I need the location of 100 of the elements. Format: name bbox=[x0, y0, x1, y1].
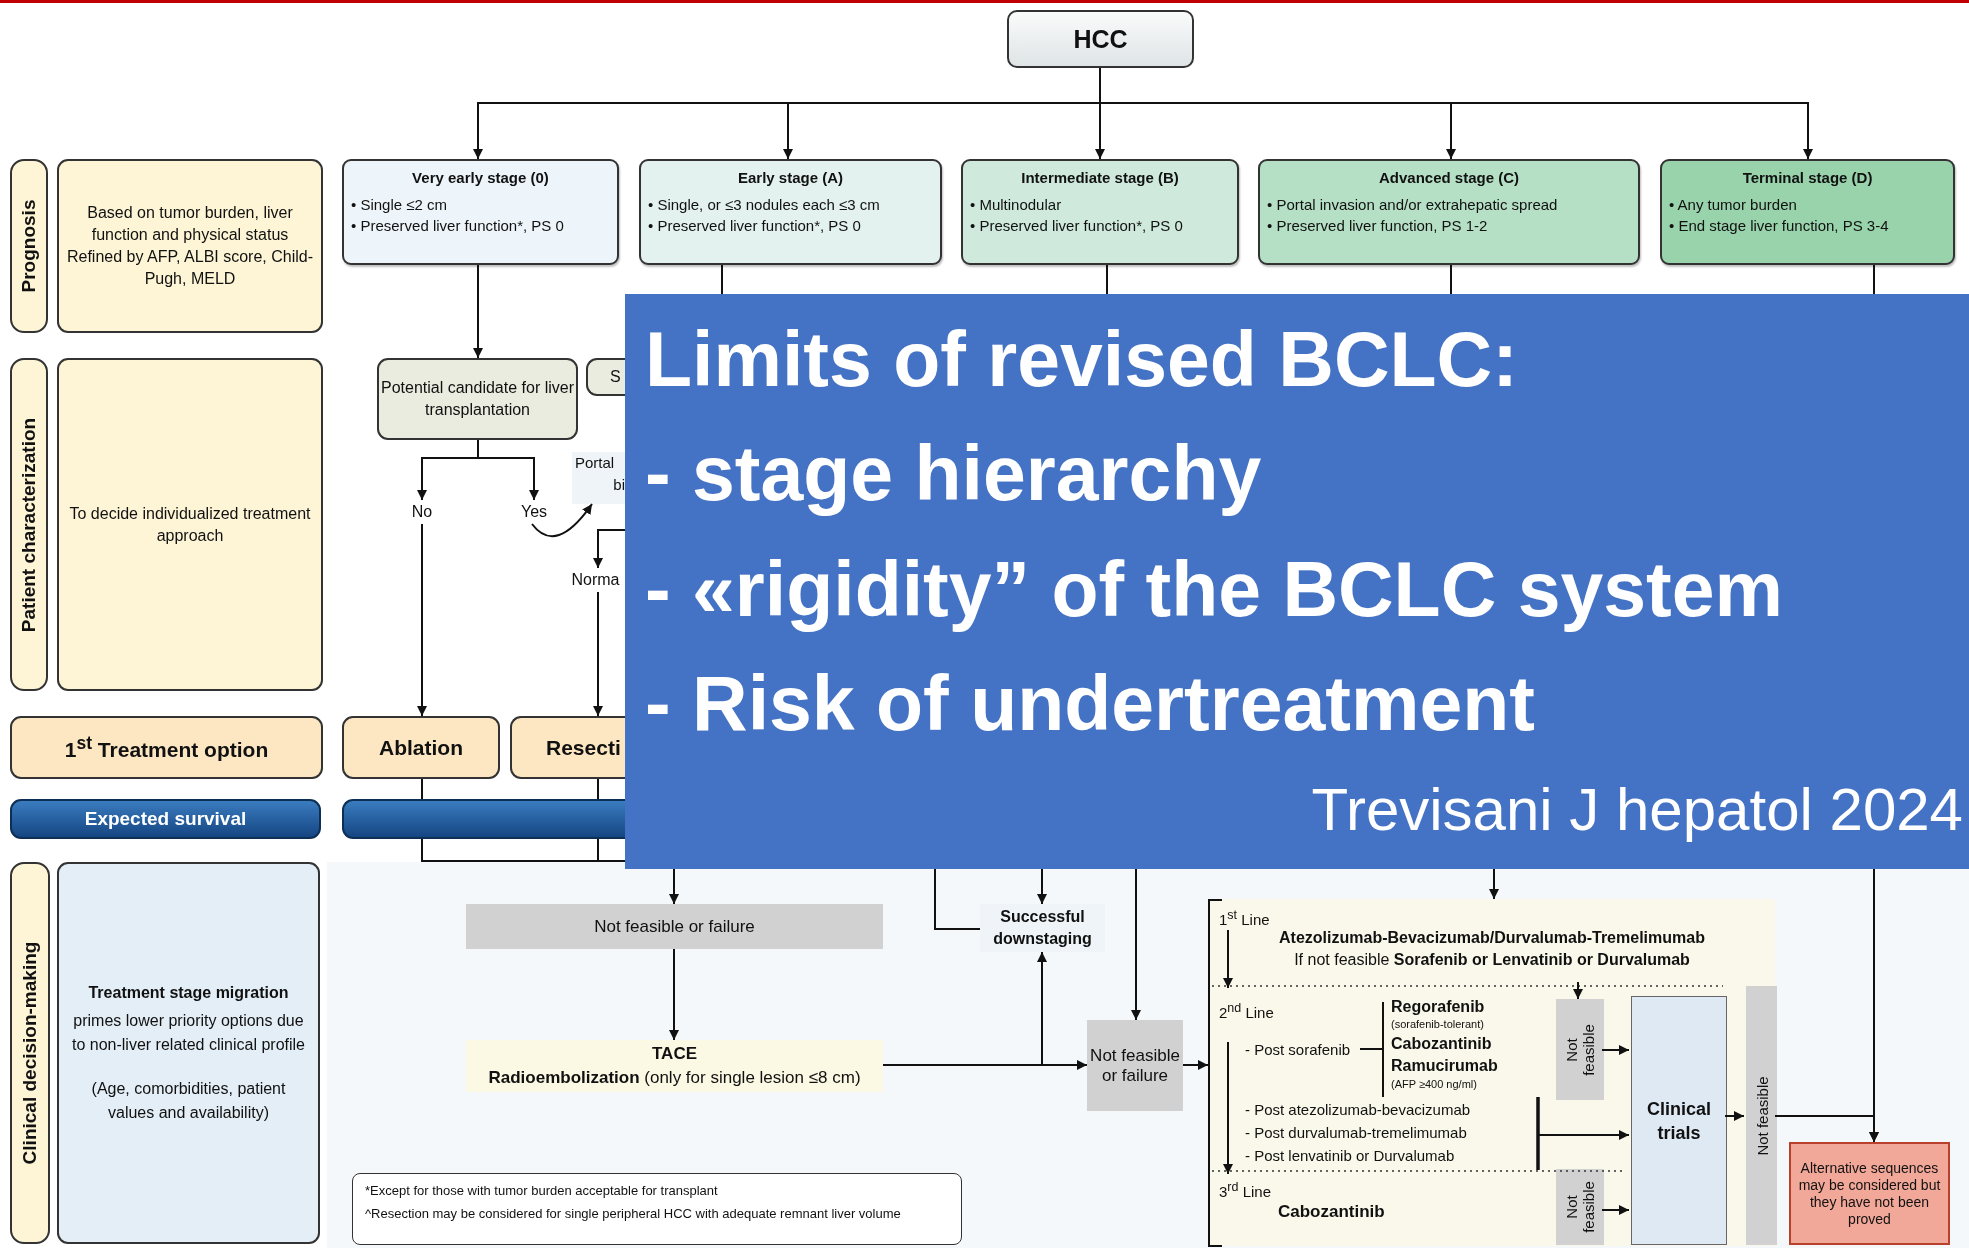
node-text: Not feasible bbox=[1563, 1180, 1597, 1235]
therapy-text: Atezolizumab-Bevacizumab/Durvalumab-Tremelimumab bbox=[1278, 928, 1706, 947]
arrow bbox=[882, 951, 1047, 1066]
connector-line bbox=[934, 868, 981, 930]
arrow bbox=[477, 439, 539, 501]
therapy-text: - Post durvalumab-tremelimumab bbox=[1245, 1123, 1467, 1142]
therapy-text: (AFP ≥400 ng/ml) bbox=[1391, 1077, 1477, 1091]
therapy-text: Ramucirumab bbox=[1391, 1056, 1498, 1075]
node-text: Portal bbox=[574, 453, 616, 473]
heading: Treatment stage migration bbox=[88, 983, 289, 1003]
node-text: Not feasible or failure bbox=[594, 916, 755, 937]
connector-line bbox=[597, 778, 599, 800]
row-label-pill bbox=[10, 862, 50, 1244]
description-box bbox=[57, 862, 320, 1244]
therapy-text: (sorafenib-tolerant) bbox=[1391, 1017, 1484, 1031]
node-text: Early stage (A) bbox=[736, 168, 844, 188]
connector-line bbox=[1450, 264, 1452, 295]
trials-box bbox=[1631, 996, 1727, 1245]
arrow bbox=[1182, 1060, 1209, 1070]
row-label-box bbox=[10, 716, 323, 779]
node-text: • Preserved liver function*, PS 0 bbox=[970, 216, 1184, 236]
connector-line bbox=[1873, 264, 1875, 295]
node-text: S bbox=[609, 367, 621, 387]
note-text: Alternative sequences may be considered but they have not been proved bbox=[1797, 1159, 1942, 1228]
node-text: • Single ≤2 cm bbox=[351, 195, 449, 215]
node-text: Refined by AFP, ALBI score, Child-Pugh, MELD bbox=[65, 247, 315, 289]
arrow bbox=[1601, 1205, 1630, 1215]
node-text: Not feasible bbox=[1563, 1022, 1597, 1078]
arrow bbox=[669, 868, 679, 905]
therapy-text: Regorafenib bbox=[1391, 997, 1485, 1016]
arrow bbox=[1489, 868, 1499, 900]
therapy-text: - Post atezolizumab-bevacizumab bbox=[1245, 1100, 1471, 1119]
row-label-pill bbox=[10, 358, 48, 691]
node-text: Intermediate stage (B) bbox=[1020, 168, 1180, 188]
node-text: • End stage liver function, PS 3-4 bbox=[1669, 216, 1890, 236]
box-title: HCC bbox=[1073, 24, 1128, 54]
node-text: bi bbox=[612, 475, 625, 495]
outcome-box bbox=[1087, 1020, 1183, 1111]
node-text: Advanced stage (C) bbox=[1377, 168, 1520, 188]
branch-label: No bbox=[402, 500, 442, 524]
arrow bbox=[669, 948, 679, 1041]
branch-label: Yes bbox=[515, 500, 553, 524]
outcome-box bbox=[1556, 999, 1604, 1100]
therapy-text: Cabozantinib bbox=[1391, 1034, 1492, 1053]
arrow bbox=[593, 529, 626, 569]
therapy-panel bbox=[1208, 899, 1775, 1246]
arrow bbox=[473, 264, 483, 359]
therapy-text: - Post sorafenib bbox=[1245, 1040, 1351, 1059]
node-text: (Age, comorbidities, patient values and availability) bbox=[90, 1079, 287, 1123]
therapy-text: 2$^{nd}$ Line bbox=[1219, 1000, 1274, 1022]
node-text: Resecti bbox=[545, 735, 621, 760]
node-text: Very early stage (0) bbox=[411, 168, 550, 188]
arrow bbox=[1223, 1041, 1233, 1175]
outcome-box bbox=[1556, 1169, 1604, 1245]
stage-box bbox=[1660, 159, 1955, 265]
node-text: Not feasible bbox=[1753, 1075, 1770, 1156]
footnote: *Except for those with tumor burden acceptable for transplant bbox=[365, 1182, 719, 1199]
node-text: Clinical trials bbox=[1646, 1097, 1712, 1145]
stage-box bbox=[961, 159, 1239, 265]
overlay-panel bbox=[625, 294, 1969, 869]
condition-box bbox=[572, 452, 625, 504]
node-text: Terminal stage (D) bbox=[1741, 168, 1874, 188]
arrow bbox=[1223, 929, 1233, 989]
node-text: • Portal invasion and/or extrahepatic spread bbox=[1267, 195, 1559, 215]
row-label: Clinical decision-making bbox=[19, 941, 41, 1165]
slide-text: - «rigidity” of the BCLC system bbox=[645, 545, 1784, 634]
arrow bbox=[1869, 868, 1879, 1143]
arrow bbox=[1724, 1111, 1745, 1121]
stage-box bbox=[342, 159, 619, 265]
row-label-pill bbox=[10, 159, 48, 333]
node-text: TACE bbox=[652, 1043, 697, 1065]
arrow bbox=[593, 591, 603, 717]
therapy-text: - Post lenvatinib or Durvalumab bbox=[1245, 1146, 1455, 1165]
arrow bbox=[1037, 868, 1047, 905]
survival-bar bbox=[342, 799, 625, 839]
start-box bbox=[1007, 10, 1194, 68]
slide-text: - Risk of undertreatment bbox=[645, 659, 1535, 748]
therapy-text: 1$^{st}$ Line bbox=[1219, 907, 1270, 929]
node-text: Radioembolization (only for single lesion ≤8 cm) bbox=[488, 1067, 861, 1089]
treatment-box bbox=[510, 716, 625, 779]
node-text: Successful downstaging bbox=[992, 907, 1093, 949]
node-text: • Single, or ≤3 nodules each ≤3 cm bbox=[648, 195, 881, 215]
description-box bbox=[57, 159, 323, 333]
slide-text: - stage hierarchy bbox=[645, 429, 1262, 518]
node-text: Based on tumor burden, liver function and physical status bbox=[86, 203, 294, 245]
decision-box bbox=[586, 358, 625, 396]
node-text: Potential candidate for liver transplantation bbox=[380, 378, 575, 420]
survival-bar bbox=[10, 799, 321, 839]
slide-text: Trevisani J hepatol 2024 bbox=[1311, 775, 1963, 845]
arrow bbox=[1573, 981, 1583, 1000]
node-text: primes lower priority options due to non-liver related clinical profile bbox=[71, 1011, 306, 1055]
node-text: Ablation bbox=[379, 735, 463, 760]
node-text: • Any tumor burden bbox=[1669, 195, 1798, 215]
slide-text: Limits of revised BCLC: bbox=[645, 315, 1518, 404]
stage-box bbox=[639, 159, 942, 265]
treatment-box bbox=[466, 1040, 883, 1092]
arrow bbox=[417, 523, 427, 717]
stage-box bbox=[1258, 159, 1640, 265]
node-text: • Multinodular bbox=[970, 195, 1063, 215]
footnote: ^Resection may be considered for single peripheral HCC with adequate remnant liver volume bbox=[365, 1205, 902, 1222]
